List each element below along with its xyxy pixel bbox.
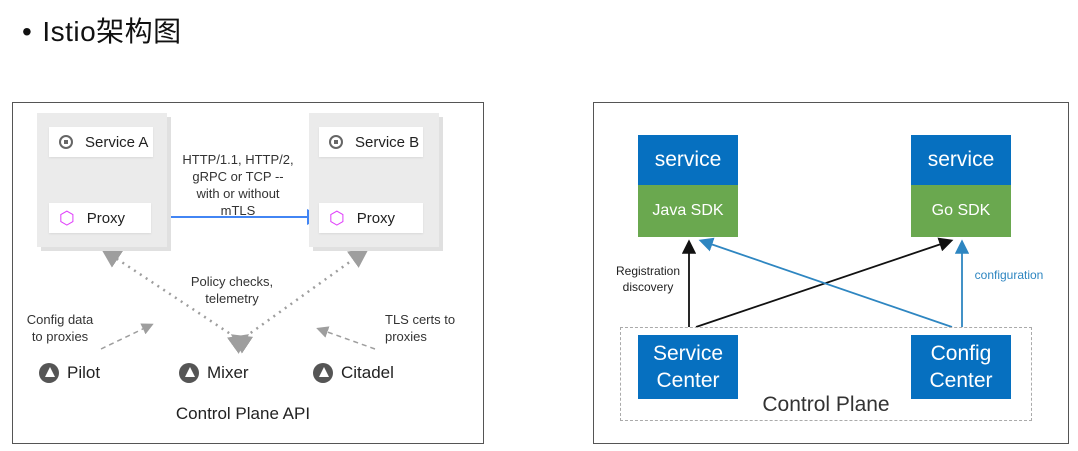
proxy-a-card: ⬡ Proxy — [49, 203, 151, 233]
service-b-card: Service B — [319, 127, 423, 157]
go-sdk-box: Go SDK — [911, 185, 1011, 237]
service-a-label: Service A — [85, 133, 149, 151]
tls-certs-label: TLS certs to proxies — [385, 312, 456, 344]
title-bullet: • — [22, 16, 33, 47]
proxy-a-label: Proxy — [86, 209, 126, 227]
arrow-service-center-to-go-sdk — [695, 237, 954, 328]
istio-sail-icon — [39, 363, 59, 383]
chip-icon — [59, 135, 73, 149]
control-plane-api-label: Control Plane API — [175, 404, 311, 423]
service-center-box: Service Center — [638, 335, 738, 399]
config-center-box: Config Center — [911, 335, 1011, 399]
dashed-citadel-certs — [316, 326, 376, 350]
mixer-label: Mixer — [207, 363, 249, 382]
pilot-component: Pilot — [39, 363, 100, 383]
istio-sail-icon — [313, 363, 333, 383]
cse-diagram-panel: service Java SDK service Go SDK Registra… — [593, 102, 1069, 444]
dashed-pilot-config — [100, 323, 154, 350]
proxy-hexagon-icon: ⬡ — [329, 208, 345, 228]
dotted-mixer-proxy-a — [100, 248, 254, 354]
pilot-label: Pilot — [67, 363, 101, 382]
configuration-label: configuration — [974, 268, 1044, 282]
registration-discovery-label: Registration discovery — [615, 264, 681, 294]
cse-connectors — [681, 237, 970, 328]
control-plane-boundary — [620, 327, 1032, 421]
policy-label: Policy checks, telemetry — [190, 274, 274, 306]
citadel-component: Citadel — [313, 363, 394, 383]
java-sdk-box: Java SDK — [638, 185, 738, 237]
istio-sail-icon — [179, 363, 199, 383]
service-a-card: Service A — [49, 127, 153, 157]
right-service-header: service — [911, 135, 1011, 185]
mixer-component: Mixer — [179, 363, 249, 383]
title-text: Istio架构图 — [42, 16, 182, 47]
service-b-label: Service B — [355, 133, 420, 151]
chip-icon — [329, 135, 343, 149]
proxy-b-label: Proxy — [356, 209, 396, 227]
proxy-hexagon-icon: ⬡ — [59, 208, 75, 228]
control-plane-label: Control Plane — [762, 393, 890, 416]
config-data-label: Config data to proxies — [26, 312, 94, 344]
proxy-b-card: ⬡ Proxy — [319, 203, 423, 233]
arrow-config-center-to-java-sdk — [698, 237, 953, 328]
istio-diagram-panel: Service A ⬡ Proxy Service B ⬡ Proxy HTTP… — [12, 102, 484, 444]
page-title: • Istio架构图 — [22, 10, 182, 50]
left-service-header: service — [638, 135, 738, 185]
protocol-label: HTTP/1.1, HTTP/2, gRPC or TCP -- with or… — [182, 152, 294, 218]
citadel-label: Citadel — [341, 363, 394, 382]
